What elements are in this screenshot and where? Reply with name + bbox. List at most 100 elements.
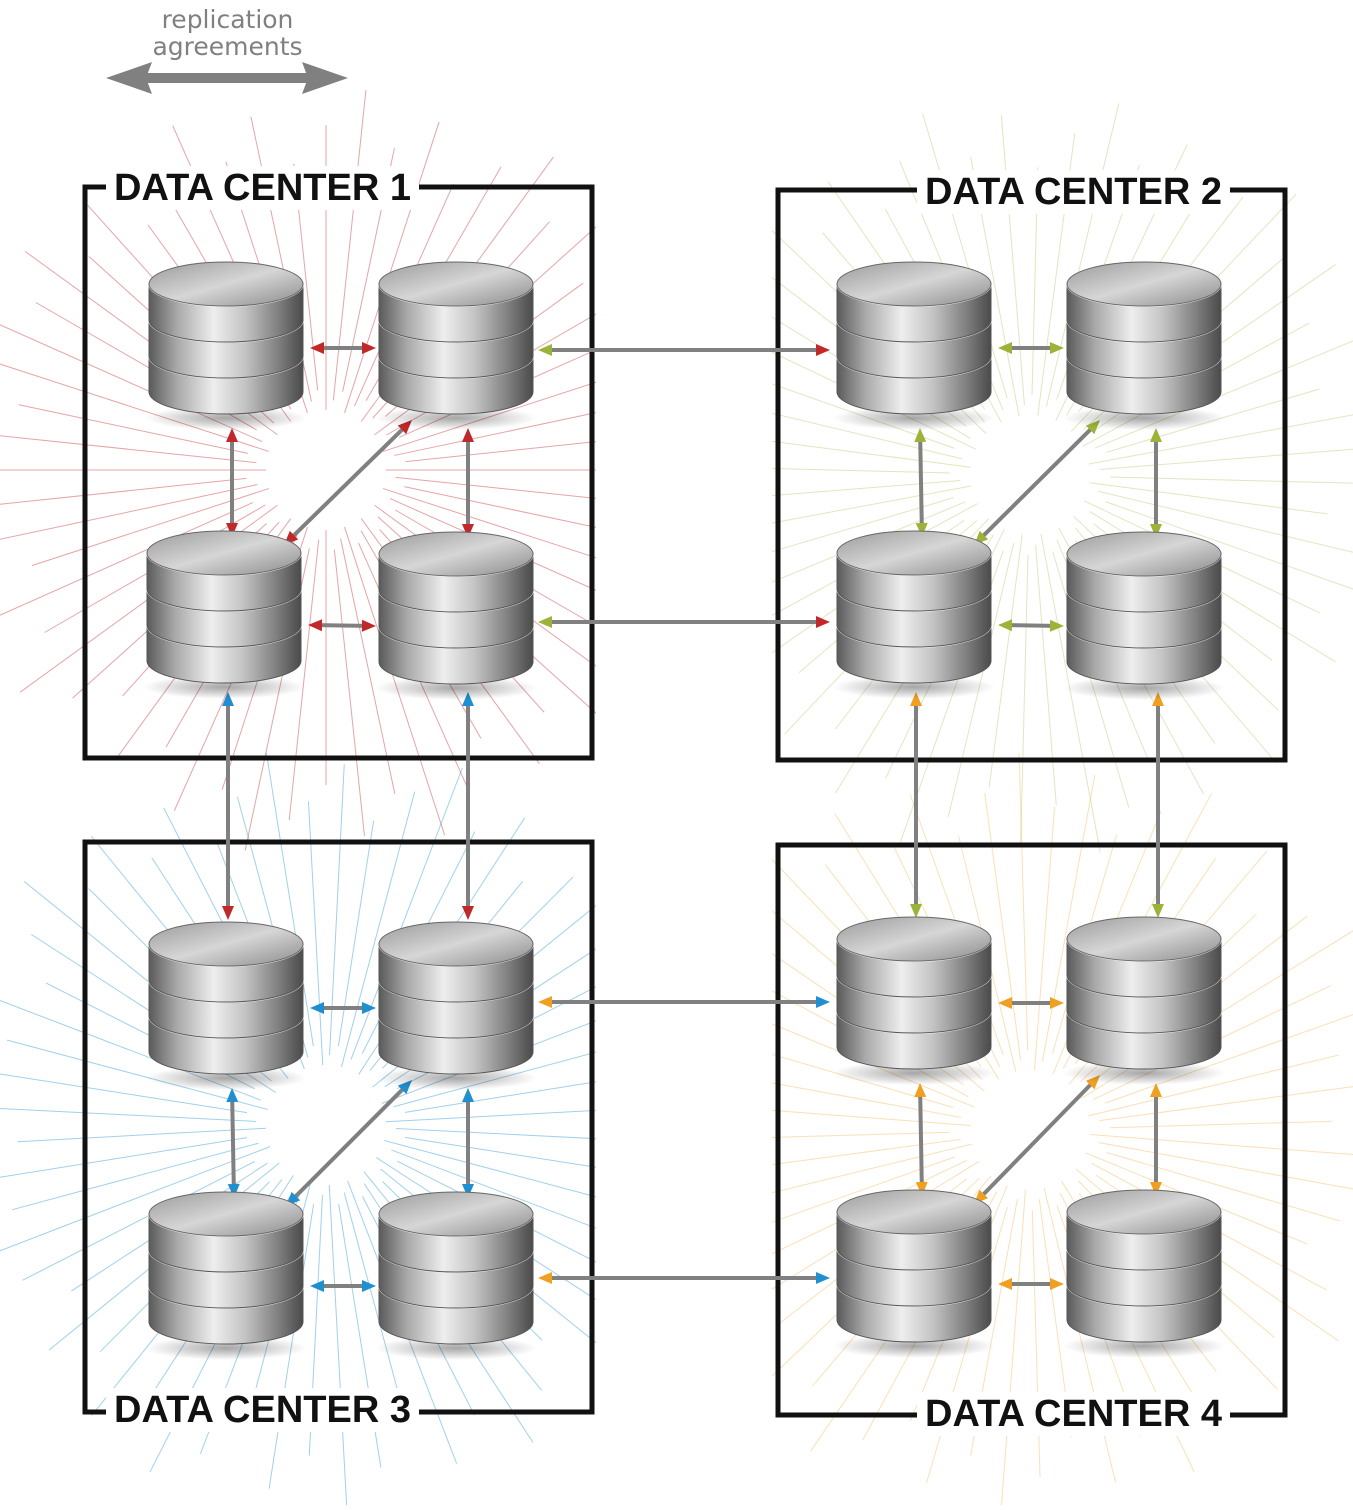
dc1-link-diagonal bbox=[284, 420, 412, 545]
dc4-ray bbox=[1088, 1054, 1340, 1117]
dc4-ray bbox=[1109, 1120, 1332, 1129]
server-top bbox=[1066, 531, 1222, 577]
dc2-ray bbox=[1097, 490, 1353, 553]
arrowhead-icon bbox=[538, 344, 552, 356]
dc4-database-server-icon-2 bbox=[1063, 916, 1225, 1085]
dc3-ray bbox=[265, 752, 314, 1047]
dc4-ray bbox=[1089, 1134, 1353, 1156]
server-top bbox=[378, 921, 534, 967]
arrowhead-icon bbox=[1050, 1278, 1064, 1290]
dc3-link-left bbox=[226, 1088, 240, 1198]
dc2-ray bbox=[1109, 476, 1353, 484]
gap-panel-top bbox=[596, 175, 772, 782]
data-center-1-title: DATA CENTER 1 bbox=[106, 166, 419, 210]
dc2-ray bbox=[1089, 482, 1328, 515]
dc4-database-server-icon-1 bbox=[833, 916, 995, 1085]
dc3-ray bbox=[22, 1161, 256, 1281]
connector-line bbox=[918, 437, 924, 528]
server-shadow bbox=[833, 406, 995, 430]
arrowhead-icon bbox=[222, 692, 234, 706]
arrowhead-icon bbox=[362, 1280, 376, 1292]
dc1-ray bbox=[0, 502, 254, 616]
server-shadow bbox=[145, 1066, 307, 1090]
dc3-link-right bbox=[462, 1088, 474, 1198]
dc2-database-server-icon-3 bbox=[833, 530, 995, 699]
arrowhead-icon bbox=[998, 1278, 1012, 1290]
connector-line bbox=[979, 1080, 1095, 1199]
arrowhead-icon bbox=[998, 619, 1013, 632]
dc3-database-server-icon-1 bbox=[145, 921, 307, 1090]
dc2-ray bbox=[1045, 103, 1120, 408]
connector-line bbox=[1007, 623, 1055, 628]
arrowhead-icon bbox=[226, 1088, 239, 1103]
connector-line bbox=[918, 1092, 924, 1187]
dc3-ray bbox=[0, 1137, 248, 1178]
server-top bbox=[146, 530, 302, 576]
dc4-link-bottom bbox=[998, 1278, 1064, 1290]
dc4-link-diagonal bbox=[974, 1075, 1100, 1204]
connector-line bbox=[291, 1085, 407, 1201]
server-top bbox=[836, 916, 992, 962]
server-top bbox=[378, 531, 534, 577]
server-shadow bbox=[375, 1066, 537, 1090]
dc2-link-bottom bbox=[998, 619, 1064, 632]
dc4-database-server-icon-3 bbox=[833, 1189, 995, 1358]
legend-label-line2: agreements bbox=[152, 32, 303, 61]
dc1-ray bbox=[288, 539, 320, 821]
dc2-database-server-icon-2 bbox=[1063, 261, 1225, 430]
data-center-4-title: DATA CENTER 4 bbox=[917, 1392, 1230, 1436]
dc3-ray bbox=[0, 1146, 271, 1252]
dc3-link-bottom bbox=[310, 1280, 376, 1292]
dc1-database-server-icon-2 bbox=[375, 261, 537, 430]
dc2-database-server-icon-4 bbox=[1063, 531, 1225, 700]
arrowhead-icon bbox=[998, 997, 1012, 1009]
dc2-link-top bbox=[998, 342, 1064, 354]
dc4-link-right bbox=[1150, 1083, 1162, 1196]
server-shadow bbox=[1063, 676, 1225, 700]
arrowhead-icon bbox=[1050, 342, 1064, 354]
arrowhead-icon bbox=[226, 523, 238, 537]
link-dc1-dc3-right bbox=[462, 692, 474, 920]
dc3-database-server-icon-2 bbox=[375, 921, 537, 1090]
arrowhead-icon bbox=[1150, 1182, 1162, 1196]
dc3-ray bbox=[0, 1073, 248, 1114]
dc1-ray bbox=[0, 477, 247, 505]
connector-line bbox=[979, 425, 1095, 540]
dc3-ray bbox=[404, 1076, 625, 1113]
legend-label-line1: replication bbox=[161, 5, 294, 34]
arrowhead-icon bbox=[362, 1002, 376, 1014]
arrowhead-icon bbox=[914, 1083, 927, 1098]
arrowhead-icon bbox=[308, 619, 323, 632]
server-top bbox=[378, 1191, 534, 1237]
data-center-2-title: DATA CENTER 2 bbox=[917, 170, 1230, 214]
dc4-ray bbox=[1105, 1014, 1353, 1104]
dc3-ray bbox=[328, 1184, 348, 1509]
arrowhead-icon bbox=[1150, 428, 1162, 442]
gap-panel-bottom bbox=[596, 827, 772, 1435]
dc3-ray bbox=[17, 1127, 267, 1143]
dc2-ray bbox=[988, 534, 1023, 788]
server-shadow bbox=[375, 676, 537, 700]
dc4-ray bbox=[1106, 1152, 1341, 1222]
arrowhead-icon bbox=[226, 428, 238, 442]
dc3-ray bbox=[350, 767, 463, 1060]
arrowhead-icon bbox=[816, 1272, 830, 1284]
server-top bbox=[148, 261, 304, 307]
arrowhead-icon bbox=[816, 616, 830, 628]
dc2-ray bbox=[1020, 554, 1029, 843]
link-dc1-dc3-left bbox=[222, 692, 234, 920]
dc2-link-left bbox=[914, 428, 928, 537]
dc4-ray bbox=[1000, 1189, 1026, 1510]
dc4-ray bbox=[1034, 806, 1056, 1071]
dc2-ray bbox=[947, 542, 1015, 818]
arrowhead-icon bbox=[914, 428, 927, 443]
dc2-ray bbox=[1099, 448, 1353, 470]
link-dc1-dc2-bottom bbox=[538, 616, 830, 628]
dc4-link-top bbox=[998, 997, 1064, 1009]
legend-label: replication agreements bbox=[110, 6, 345, 60]
arrowhead-icon bbox=[462, 1088, 474, 1102]
dc2-ray bbox=[1035, 544, 1057, 805]
dc3-ray bbox=[340, 791, 416, 1068]
